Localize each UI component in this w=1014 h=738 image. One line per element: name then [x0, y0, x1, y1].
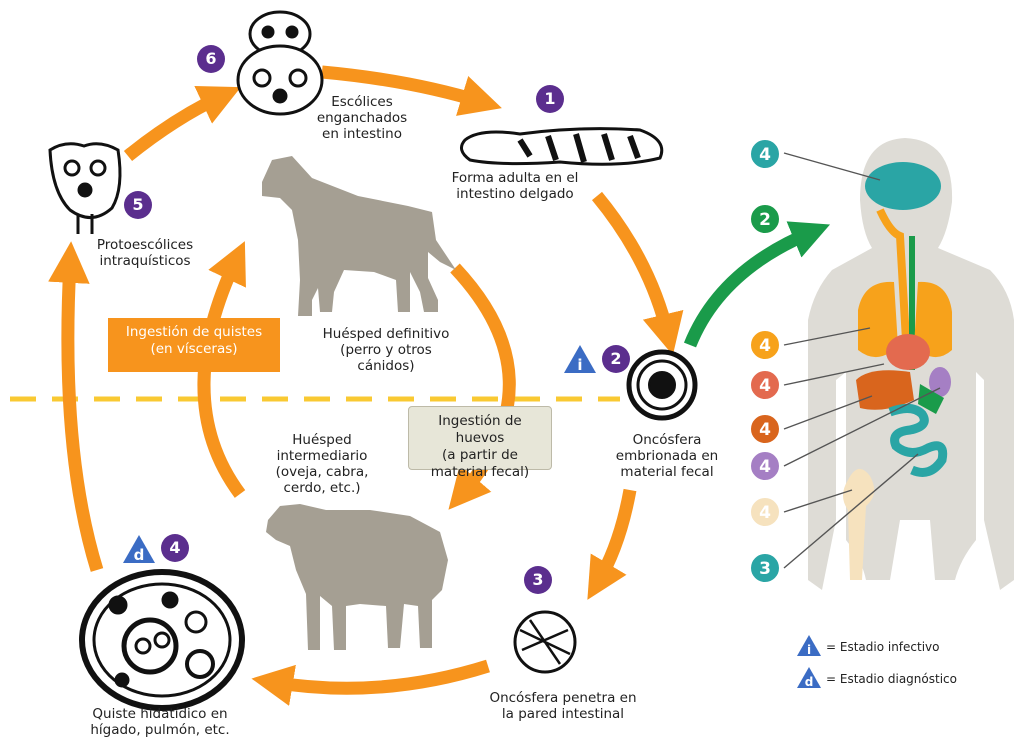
diagnostic-marker-icon: d: [121, 533, 157, 565]
dog-silhouette: [262, 156, 456, 316]
arrow-1-to-2: [597, 196, 668, 335]
human-badge-bone: 4: [748, 495, 782, 529]
legend-infective-icon: i: [796, 634, 822, 658]
protoscolex-illustration: [50, 144, 120, 234]
arrow-inner-left: [204, 260, 240, 494]
sheep-silhouette: [266, 504, 448, 650]
human-figure: [784, 138, 1014, 590]
human-badge-ingestion-number: 2: [759, 210, 771, 230]
oncosphere-illustration: [515, 612, 575, 672]
badge-stage-5: 5: [123, 190, 153, 220]
human-badge-intestine: 3: [748, 551, 782, 585]
human-badge-lungs-number: 4: [759, 336, 771, 356]
human-badge-heart: 4: [748, 368, 782, 402]
label-stage-4: Quiste hidatídico en hígado, pulmón, etc…: [60, 706, 260, 738]
arrow-5-to-6: [128, 96, 222, 156]
badge-stage-2: 2: [601, 344, 631, 374]
legend-diagnostic-letter: d: [805, 675, 814, 689]
legend-infective-letter: i: [807, 643, 811, 657]
label-stage-2: Oncósfera embrionada en material fecal: [602, 432, 732, 480]
human-badge-heart-number: 4: [759, 376, 771, 396]
human-badge-bone-number: 4: [759, 503, 771, 523]
human-badge-ingestion: 2: [748, 202, 782, 236]
badge-stage-1-number: 1: [544, 89, 555, 108]
arrow-3-to-4: [272, 666, 488, 688]
legend-infective-text: = Estadio infectivo: [826, 640, 940, 654]
brain-organ: [865, 162, 941, 210]
badge-stage-2-number: 2: [610, 349, 621, 368]
badge-stage-4-number: 4: [169, 538, 180, 557]
label-stage-5: Protoescólices intraquísticos: [84, 237, 206, 269]
human-badge-spleen-number: 4: [759, 457, 771, 477]
diagnostic-marker-letter: d: [134, 546, 145, 564]
infective-marker-letter: i: [577, 356, 582, 374]
label-stage-1: Forma adulta en el intestino delgado: [430, 170, 600, 202]
human-badge-brain: 4: [748, 137, 782, 171]
badge-stage-5-number: 5: [132, 195, 143, 214]
arrow-2-to-3: [598, 490, 630, 582]
legend-diagnostic-text: = Estadio diagnóstico: [826, 672, 957, 686]
badge-stage-3: 3: [523, 565, 553, 595]
cyst-ingestion-box: Ingestión de quistes (en vísceras): [108, 318, 280, 372]
arrow-4-to-5: [68, 262, 97, 570]
badge-stage-1: 1: [535, 84, 565, 114]
human-badge-brain-number: 4: [759, 145, 771, 165]
legend-diagnostic-icon: d: [796, 666, 822, 690]
human-badge-lungs: 4: [748, 328, 782, 362]
badge-stage-6-number: 6: [205, 49, 216, 68]
human-badge-intestine-number: 3: [759, 559, 771, 579]
heart-organ: [886, 334, 930, 370]
label-intermediate-host: Huésped intermediario (oveja, cabra, cer…: [262, 432, 382, 496]
infective-marker-icon: i: [562, 343, 598, 375]
human-badge-spleen: 4: [748, 449, 782, 483]
label-stage-3: Oncósfera penetra en la pared intestinal: [478, 690, 648, 722]
badge-stage-6: 6: [196, 44, 226, 74]
human-badge-liver-number: 4: [759, 420, 771, 440]
egg-ingestion-box: Ingestión de huevos (a partir de materia…: [408, 406, 552, 470]
human-badge-liver: 4: [748, 412, 782, 446]
badge-stage-4: 4: [160, 533, 190, 563]
egg-illustration: [629, 352, 695, 418]
label-definitive-host: Huésped definitivo (perro y otros cánido…: [312, 326, 460, 374]
adult-worm-illustration: [461, 129, 661, 165]
label-stage-6: Escólices enganchados en intestino: [302, 94, 422, 142]
badge-stage-3-number: 3: [532, 570, 543, 589]
hydatid-cyst-illustration: [82, 572, 242, 708]
